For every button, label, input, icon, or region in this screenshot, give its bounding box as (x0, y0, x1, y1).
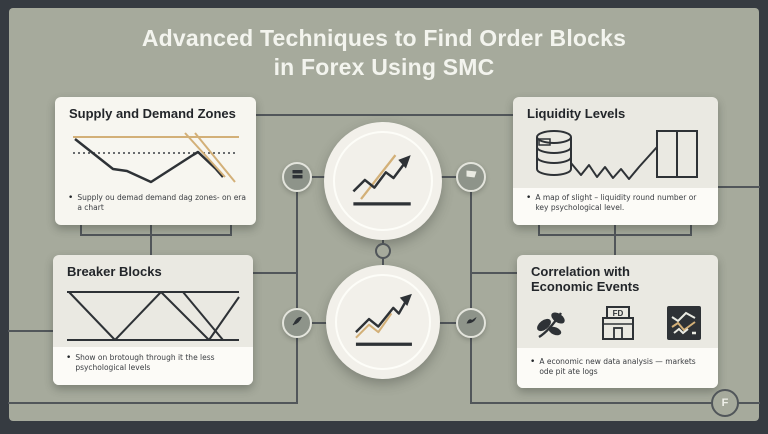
connector-line (614, 224, 616, 255)
box-icon (291, 168, 304, 186)
card-bullet: Supply ou demad demand dag zones- on era… (68, 193, 248, 213)
mini-circle-left-top (282, 162, 312, 192)
connector-line (296, 190, 298, 403)
connector-line (718, 186, 760, 188)
liquidity-chart-icon (527, 125, 705, 190)
bird-icon (465, 314, 478, 332)
connector-line (310, 176, 326, 178)
connector-line (690, 224, 692, 236)
connector-line (255, 114, 513, 116)
connector-line (439, 322, 458, 324)
card-bullet: Show on brotough through it the less psy… (66, 353, 245, 373)
supply-demand-chart-icon (67, 125, 244, 192)
connector-line (150, 224, 152, 255)
connector-line (8, 330, 53, 332)
rising-trend-arrow-icon (341, 278, 425, 367)
title-line-2: in Forex Using SMC (273, 53, 495, 80)
card-liquidity-levels: Liquidity Levels A map of slight – liqui… (513, 97, 718, 225)
corner-letter-badge: F (711, 389, 739, 417)
mini-circle-left-bottom (282, 308, 312, 338)
mini-circle-right-top (456, 162, 486, 192)
connector-line (471, 272, 518, 274)
connector-node-ring (375, 243, 391, 259)
bank-building-icon: FD (599, 305, 637, 346)
card-bullet: A map of slight – liquidity round number… (526, 193, 710, 213)
connector-line (538, 224, 540, 236)
connector-line (538, 234, 692, 236)
center-bottom-circle (326, 265, 440, 379)
economic-icons-row: FD (533, 305, 702, 345)
connector-line (8, 402, 298, 404)
page-title: Advanced Techniques to Find Order Blocks… (0, 24, 768, 81)
connector-line (253, 272, 298, 274)
card-title: Breaker Blocks (67, 264, 162, 279)
rising-trend-arrow-icon (340, 136, 426, 227)
card-title: Liquidity Levels (527, 106, 626, 121)
building-label: FD (612, 309, 623, 318)
connector-line (310, 322, 328, 324)
chart-tile-icon (666, 305, 702, 346)
connector-line (470, 190, 472, 403)
card-correlation-economic-events: Correlation with Economic Events FD (517, 255, 718, 388)
plant-icon (291, 314, 304, 332)
connector-line (80, 234, 232, 236)
card-breaker-blocks: Breaker Blocks Show on brotough through … (53, 255, 253, 385)
card-bullet: A economic new data analysis — markets o… (530, 357, 710, 377)
connector-line (80, 224, 82, 236)
mini-circle-right-bottom (456, 308, 486, 338)
center-top-circle (324, 122, 442, 240)
connector-line (441, 176, 458, 178)
card-title: Correlation with Economic Events (531, 264, 640, 294)
connector-line (230, 224, 232, 236)
badge-letter: F (721, 397, 729, 409)
plant-icon (533, 305, 569, 346)
title-line-1: Advanced Techniques to Find Order Blocks (141, 25, 627, 51)
breaker-pattern-icon (63, 287, 243, 350)
card-title: Supply and Demand Zones (69, 106, 236, 121)
flag-icon (465, 168, 478, 186)
connector-line (470, 402, 760, 404)
card-supply-demand-zones: Supply and Demand Zones Supply ou demad … (55, 97, 256, 225)
